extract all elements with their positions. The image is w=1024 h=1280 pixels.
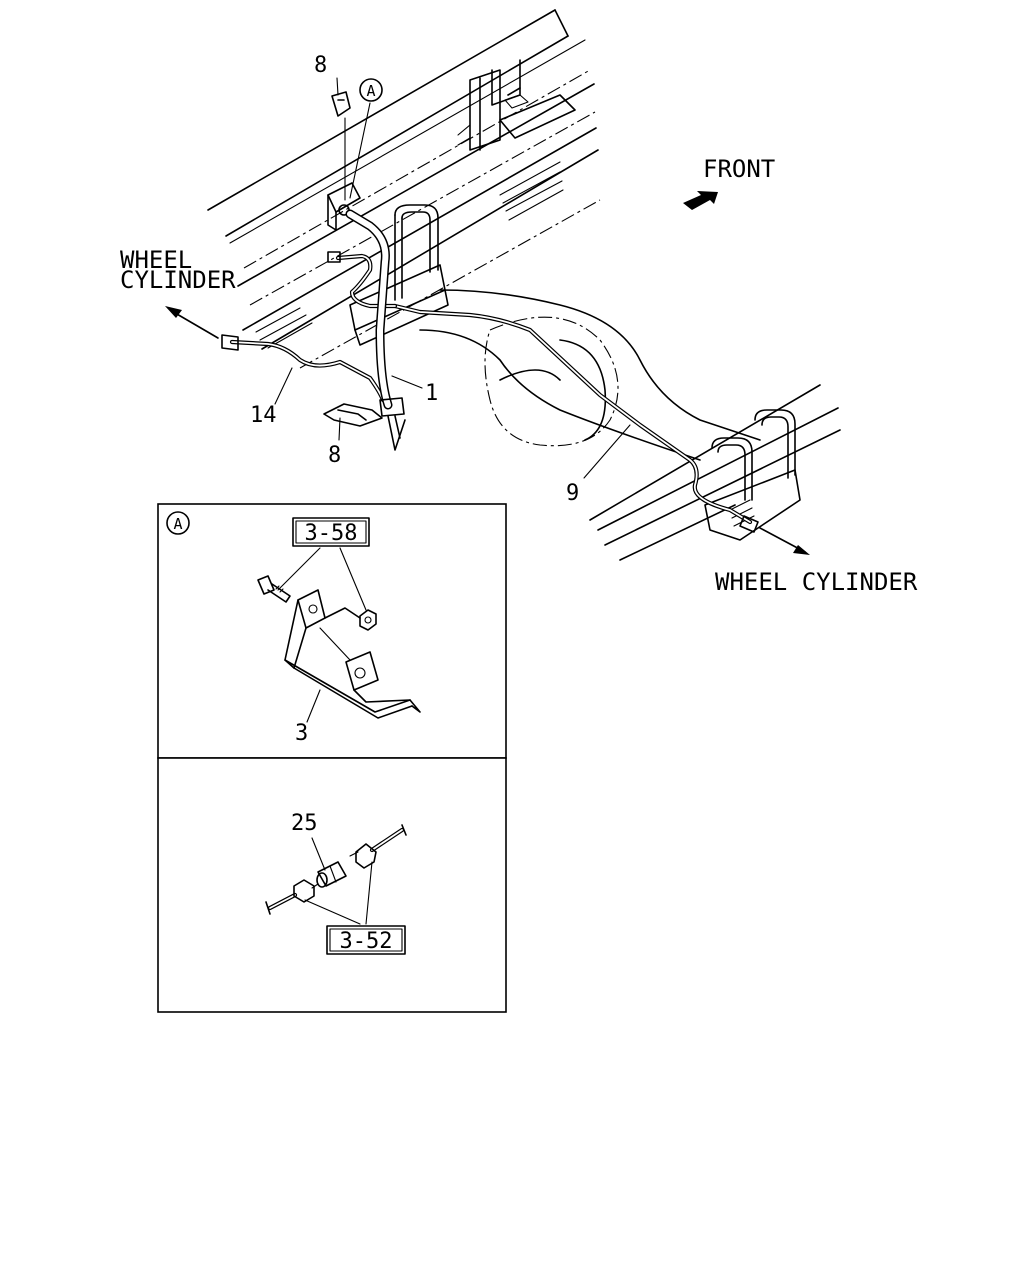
bracket-3 [284,589,421,719]
detail-view-a: A 3-58 [157,503,507,759]
clip-bottom [323,403,383,427]
ref-3-52-label: 3-52 [340,929,393,954]
cross-member [457,59,576,151]
bolt-icon [257,575,291,603]
callout-pipe-right: 9 [566,481,579,506]
wheel-cylinder-left-line2: CYLINDER [120,266,236,294]
front-label: FRONT [703,155,775,183]
leaf-spring-and-axle [349,204,841,561]
hose-bracket [327,182,361,231]
nut-icon [359,609,377,631]
detail-a-marker-label: A [366,82,375,100]
brake-pipe-9 [392,303,810,555]
ref-box-3-52: 3-52 [326,925,406,955]
callout-pipe-left: 14 [250,403,277,428]
callout-hose: 1 [425,381,438,406]
brake-pipe-upper [327,251,398,309]
front-arrow-icon [683,191,718,210]
brake-hose-1 [345,209,406,451]
flare-nut-right-icon [349,824,407,869]
wheel-cylinder-right-label: WHEEL CYLINDER [715,568,918,596]
detail-a-marker: A [359,78,383,102]
clip-top [331,91,351,201]
callout-clip-top: 8 [314,53,327,78]
ref-box-3-58: 3-58 [292,517,370,547]
detail-view-connector: 25 3-52 [157,757,507,1013]
leader-lines [274,77,631,479]
brake-pipe-14 [165,306,386,403]
view-a-marker-label: A [173,515,182,533]
view-a-marker: A [166,511,190,535]
pipe-connector-25 [316,861,347,888]
ref-3-58-label: 3-58 [305,521,358,546]
callout-bracket: 3 [295,721,308,746]
flare-nut-left-icon [265,879,319,915]
callout-connector: 25 [291,811,318,836]
wheel-cylinder-left-line1: WHEEL [120,246,192,274]
callout-clip-bottom: 8 [328,443,341,468]
frame-rail [207,9,601,369]
